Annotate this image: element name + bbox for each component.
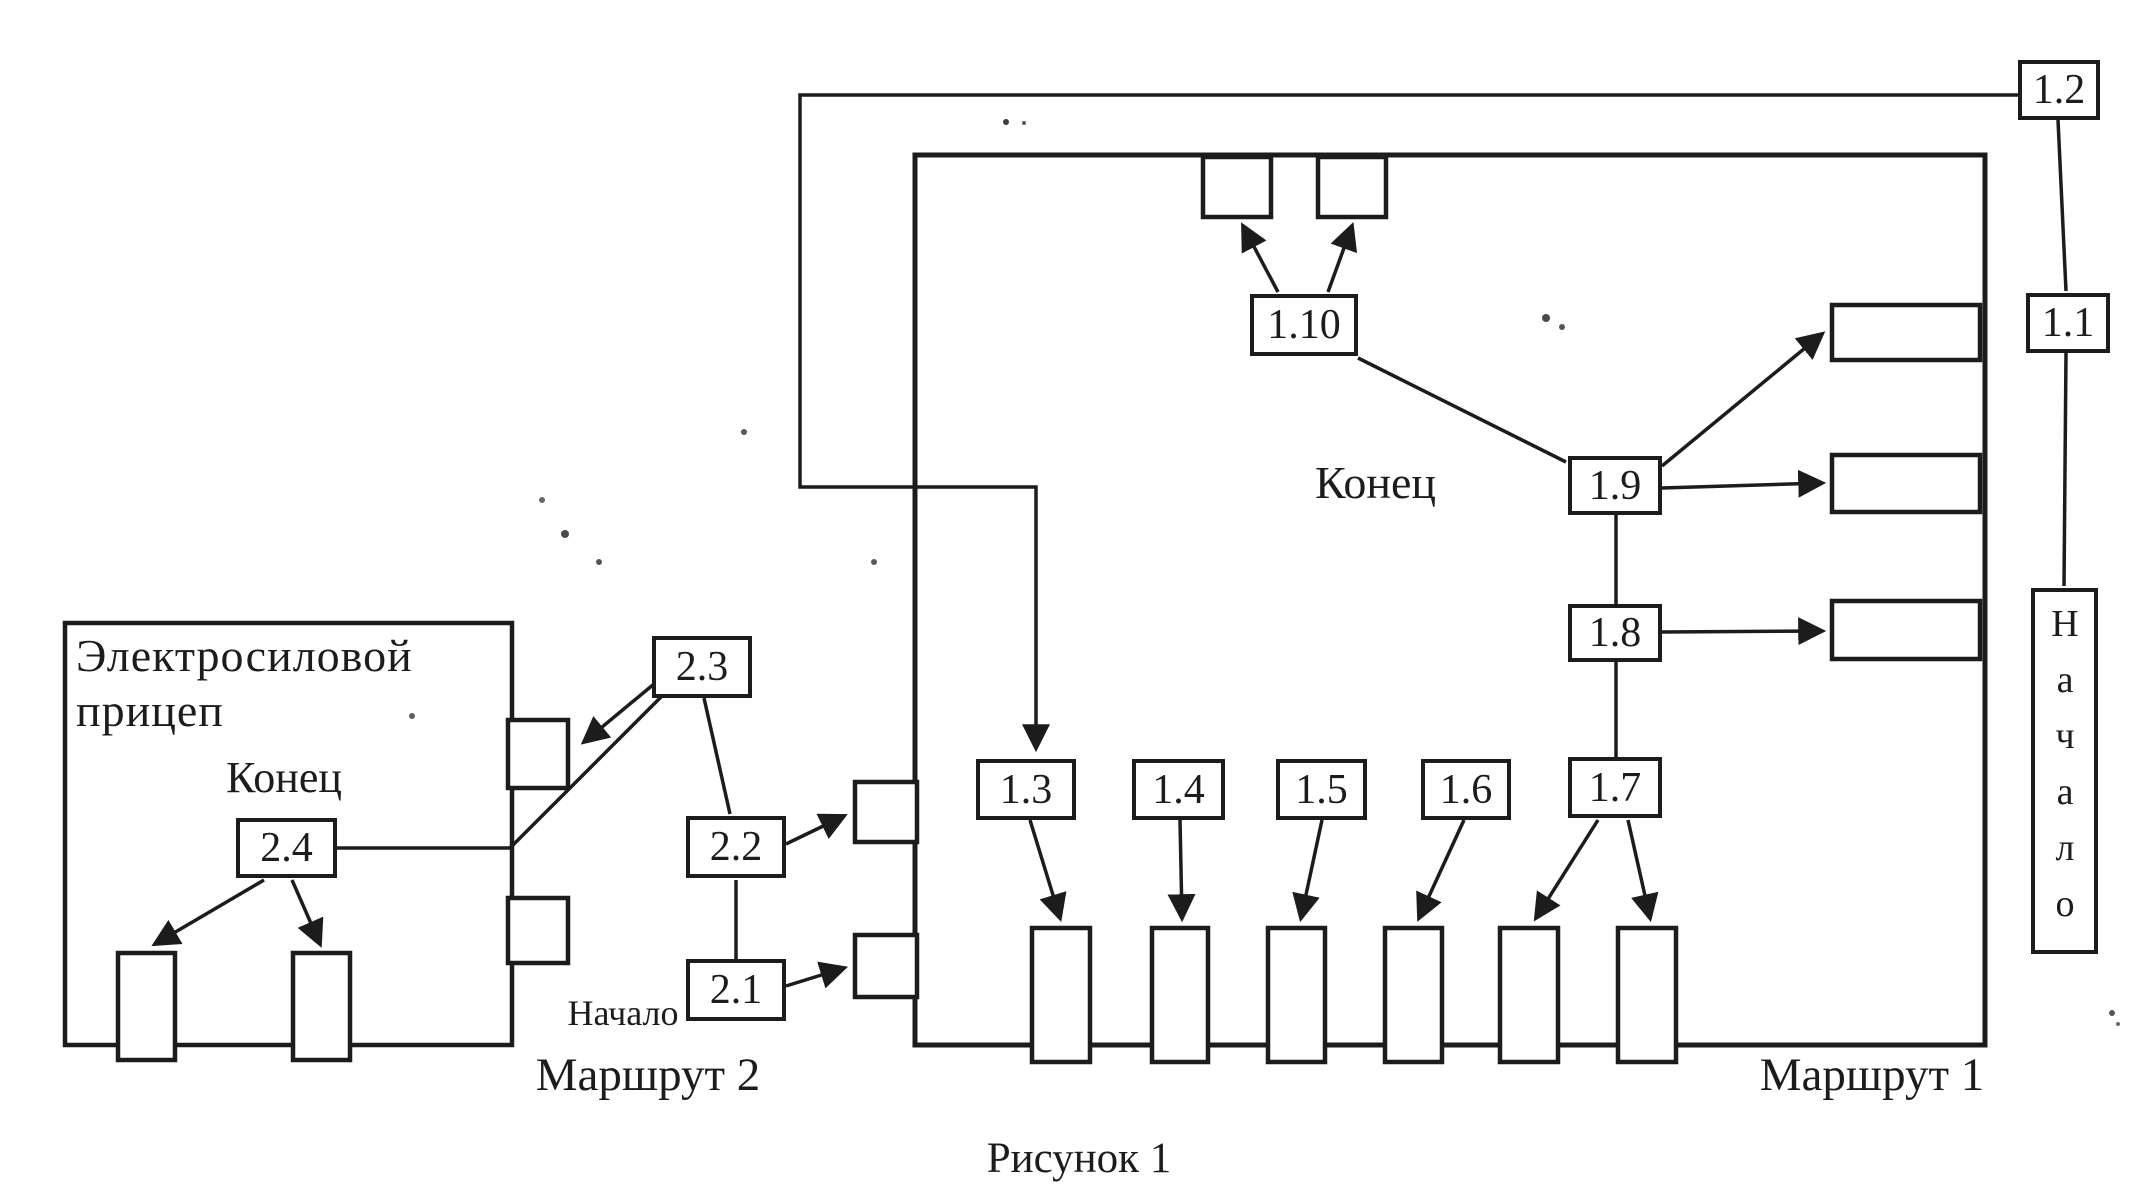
node-1-10: 1.10 [1250,294,1358,356]
route2-end-label: Конец [226,753,342,802]
top-slot-2 [1315,154,1389,220]
right-bay-3 [1829,598,1983,662]
slots-and-bays [115,154,1983,1065]
arrow-1-5-to-bottom-slot-3 [1292,819,1324,923]
bottom-slot-1 [1029,925,1093,1065]
node-2-2: 2.2 [686,816,786,878]
route1-start-vertical-box: Начало [2031,588,2098,954]
arrow-1-10-to-top-slot-2 [1326,222,1358,293]
connectors [151,93,2068,989]
arrow-1-9-to-right-bay-1 [1660,331,1826,468]
route1-end-label: Конец [1314,457,1437,508]
trailer-title: Электросиловой прицеп [76,628,496,738]
arrow-1-10-to-top-slot-1 [1241,222,1280,293]
arrow-1-3-to-bottom-slot-1 [1028,819,1067,923]
bottom-slot-3 [1265,925,1328,1065]
connector-1-9-to-1-10 [1357,356,1567,464]
arrow-2-3-to-trailer-notch-1 [580,682,656,745]
route1-notch-1 [852,779,920,845]
node-1-6: 1.6 [1421,759,1511,820]
right-bay-2 [1829,452,1983,515]
trailer-title-line1: Электросиловой [76,630,413,681]
node-2-4: 2.4 [236,818,337,878]
node-1-4: 1.4 [1132,759,1225,820]
arrow-2-4-to-trailer-slot-1 [151,878,265,947]
connector-1-1-to-start-box [2062,352,2068,587]
trailer-title-line2: прицеп [76,685,224,737]
connector-1-2-to-1-3 [798,93,2018,753]
bottom-slot-4 [1382,925,1445,1065]
connector-1-2-to-1-1 [2056,119,2068,292]
route1-name: Маршрут 1 [1759,1049,1985,1101]
top-slot-1 [1200,154,1274,220]
arrow-1-7-to-bottom-slot-5 [1533,819,1600,922]
route1-notch-2 [852,932,920,1000]
route2-name: Маршрут 2 [535,1049,761,1101]
node-1-9: 1.9 [1568,456,1662,515]
arrow-2-2-to-route1-notch-1 [785,813,848,846]
connector-2-3-to-2-2 [702,697,732,815]
arrow-1-9-to-right-bay-2 [1661,469,1827,498]
bottom-slot-5 [1497,925,1561,1065]
route1-boundary [912,152,1988,1048]
arrow-1-6-to-bottom-slot-4 [1416,819,1466,922]
trailer-notch-2 [505,895,571,966]
scan-noise [0,0,4,4]
connector-trailer-edge-to-2-3 [508,694,664,850]
trailer-slot-2 [290,950,353,1063]
node-2-3: 2.3 [652,636,752,698]
node-1-3: 1.3 [976,759,1076,820]
arrow-2-1-to-route1-notch-2 [785,961,849,989]
arrow-1-8-to-right-bay-3 [1661,617,1827,646]
trailer-boundary [62,620,515,1048]
trailer-slot-1 [115,950,178,1063]
trailer-notch-1 [505,717,571,791]
node-2-1: 2.1 [686,959,786,1021]
route2-start-label: Начало [567,993,679,1033]
bottom-slot-6 [1615,925,1679,1065]
node-1-5: 1.5 [1276,759,1367,820]
bottom-slot-2 [1149,925,1211,1065]
node-1-1: 1.1 [2026,293,2110,353]
arrow-2-4-to-trailer-slot-2 [290,879,324,948]
right-bay-1 [1829,302,1983,363]
figure-caption: Рисунок 1 [986,1135,1172,1182]
arrow-1-7-to-bottom-slot-6 [1626,819,1659,923]
arrow-1-4-to-bottom-slot-2 [1167,819,1196,923]
node-1-2: 1.2 [2018,60,2100,120]
node-1-8: 1.8 [1568,604,1662,662]
node-1-7: 1.7 [1568,757,1662,818]
